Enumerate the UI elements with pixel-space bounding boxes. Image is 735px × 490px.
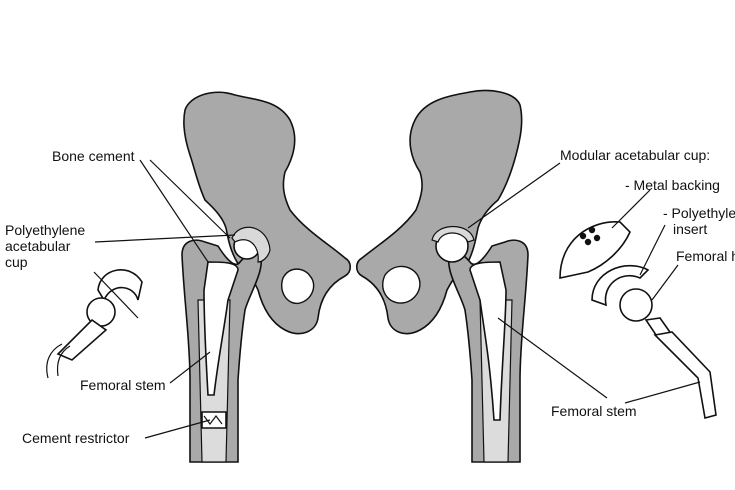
metal-backing-shell — [559, 221, 631, 279]
polyethylene-insert — [591, 265, 650, 307]
label-metal-backing: - Metal backing — [625, 177, 720, 193]
label-femoral-stem-left: Femoral stem — [80, 377, 166, 393]
left-exploded-cup — [93, 269, 143, 319]
label-femoral-stem-right: Femoral stem — [551, 403, 637, 419]
left-exploded-stem — [46, 297, 116, 379]
label-cement-restrictor: Cement restrictor — [22, 430, 130, 446]
leader-lines — [94, 159, 701, 439]
right-exploded-head-stem — [619, 288, 717, 420]
label-polyethylene-cup-1: Polyethylene — [5, 222, 85, 238]
label-polyethylene-cup-2: acetabular — [5, 238, 71, 254]
right-hemipelvis — [355, 89, 523, 335]
label-polyethylene-insert-1: - Polyethylene — [663, 205, 735, 221]
label-femoral-head: Femoral head — [676, 248, 735, 264]
label-bone-cement: Bone cement — [52, 148, 135, 164]
label-polyethylene-cup-3: cup — [5, 254, 28, 270]
label-polyethylene-insert-2: insert — [673, 221, 707, 237]
left-hemipelvis — [183, 91, 352, 335]
right-femur — [431, 226, 529, 463]
cement-restrictor-plug — [201, 411, 227, 429]
left-femur — [181, 226, 271, 463]
label-modular-cup: Modular acetabular cup: — [560, 147, 710, 163]
